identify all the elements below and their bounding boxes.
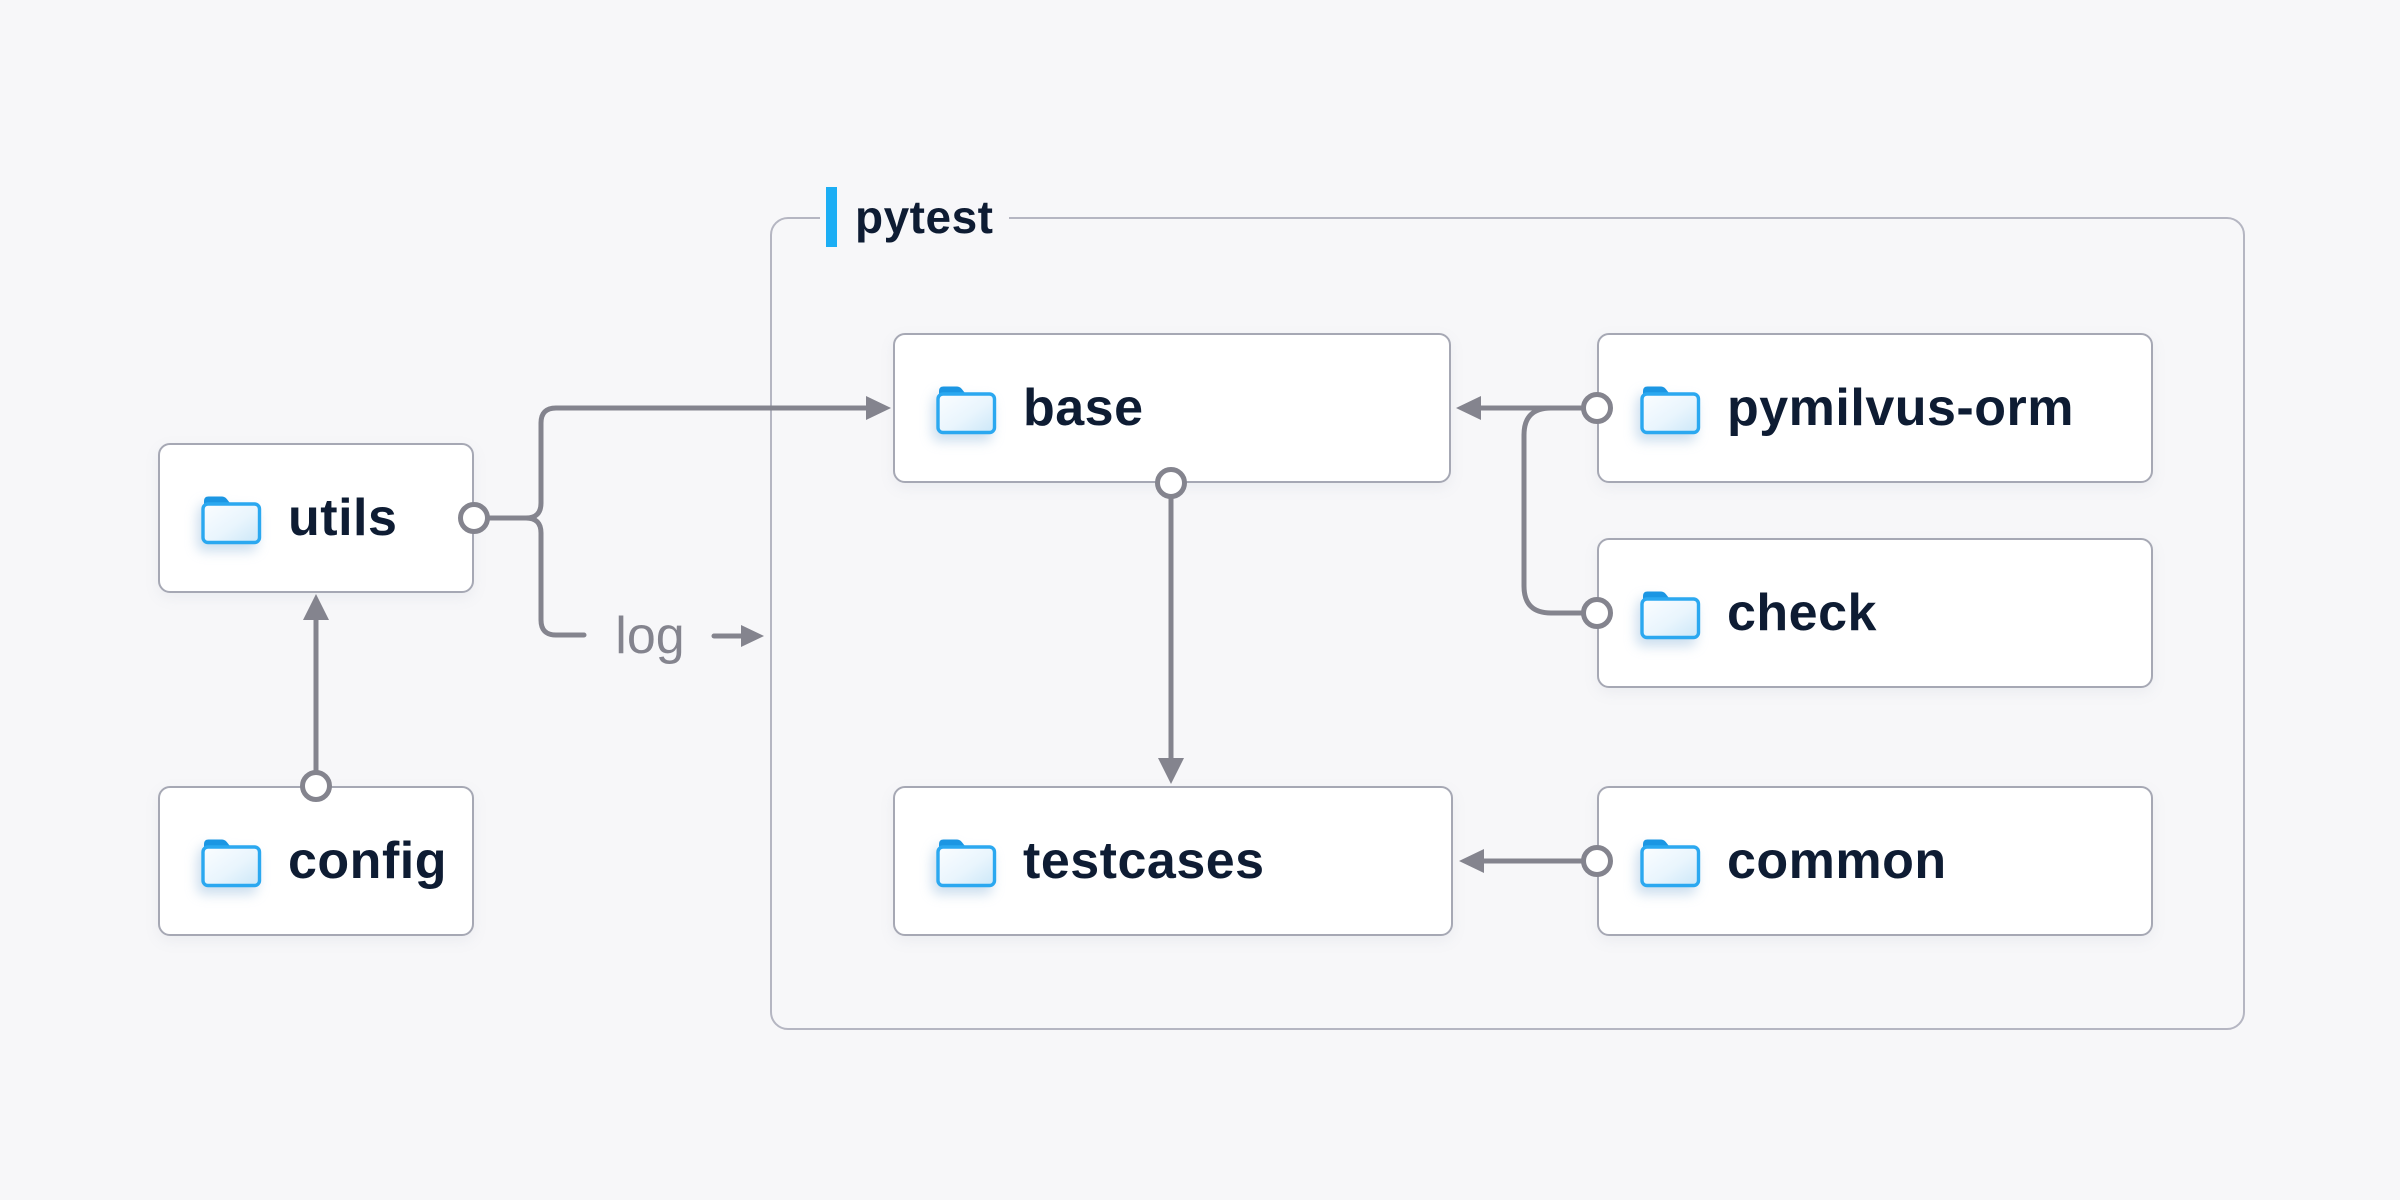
node-config: config [158,786,474,936]
node-label: pymilvus-orm [1727,379,2074,437]
node-label: utils [288,489,398,547]
node-utils: utils [158,443,474,593]
folder-icon [198,490,264,546]
node-base: base [893,333,1451,483]
accent-bar [826,187,837,247]
node-common: common [1597,786,2153,936]
pytest-container [770,217,2245,1030]
node-label: base [1023,379,1144,437]
folder-icon [1637,585,1703,641]
node-pymilvus-orm: pymilvus-orm [1597,333,2153,483]
node-label: testcases [1023,832,1265,890]
folder-icon [1637,380,1703,436]
node-label: common [1727,832,1947,890]
edge-label-log: log [615,607,685,665]
folder-icon [933,380,999,436]
folder-icon [933,833,999,889]
node-label: check [1727,584,1877,642]
edge-log-arrow [711,625,764,647]
edge-config-utils [300,594,332,802]
node-testcases: testcases [893,786,1453,936]
folder-icon [198,833,264,889]
pytest-container-label: pytest [820,186,1010,248]
folder-icon [1637,833,1703,889]
node-check: check [1597,538,2153,688]
edge-utils-log-branch [523,515,587,638]
node-label: config [288,832,447,890]
pytest-label-text: pytest [855,191,994,243]
